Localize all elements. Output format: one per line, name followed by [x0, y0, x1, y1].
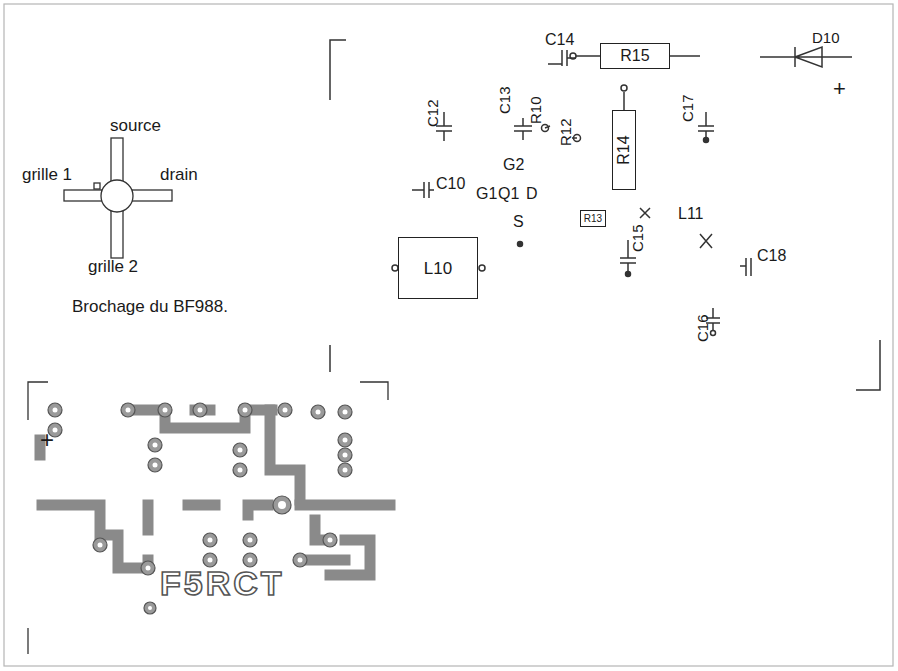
component-symbols: [392, 47, 852, 336]
polarity-mark: +: [833, 78, 846, 100]
part-name: C17: [680, 94, 695, 122]
pcb-callsign: F5RCT: [160, 566, 285, 600]
part-name: C10: [436, 176, 465, 192]
part-name: R14: [616, 135, 632, 164]
corner-brackets: [330, 40, 880, 390]
pcb-holes: [53, 408, 348, 611]
resistor-symbol: R13: [580, 210, 606, 227]
part-name: C16: [695, 314, 710, 342]
polarity-mark: +: [40, 428, 54, 452]
pcb-pads: [48, 403, 352, 614]
pin-label: grille 2: [88, 258, 138, 275]
pcb-brackets: [28, 382, 388, 654]
part-name: C12: [425, 99, 440, 127]
part-name: C18: [757, 248, 786, 264]
pin-label: drain: [160, 166, 198, 183]
part-name: L11: [678, 206, 704, 222]
caption-note: Brochage du BF988.: [72, 298, 228, 315]
bf988-pinout: [64, 138, 172, 258]
frame: [4, 4, 893, 666]
part-name: R10: [528, 96, 543, 124]
part-name: R12: [558, 118, 573, 146]
part-name: L10: [424, 260, 452, 277]
pin-name: G1: [476, 186, 497, 202]
part-name: R13: [584, 214, 602, 224]
part-name: R15: [620, 48, 649, 64]
part-name: D10: [812, 30, 840, 45]
inductor-box: L10: [398, 237, 478, 299]
part-name: C14: [545, 32, 574, 48]
pin-label: source: [110, 117, 161, 134]
pin-name: S: [513, 214, 524, 230]
resistor-symbol: R15: [600, 43, 670, 69]
pcb-tracks: [40, 410, 390, 575]
pin-name: G2: [503, 157, 524, 173]
pin-label: grille 1: [22, 166, 72, 183]
resistor-symbol: R14: [612, 110, 636, 190]
pin-name: D: [526, 186, 538, 202]
part-name: C15: [630, 224, 645, 252]
part-name: C13: [497, 86, 512, 114]
part-name: Q1: [498, 186, 519, 202]
